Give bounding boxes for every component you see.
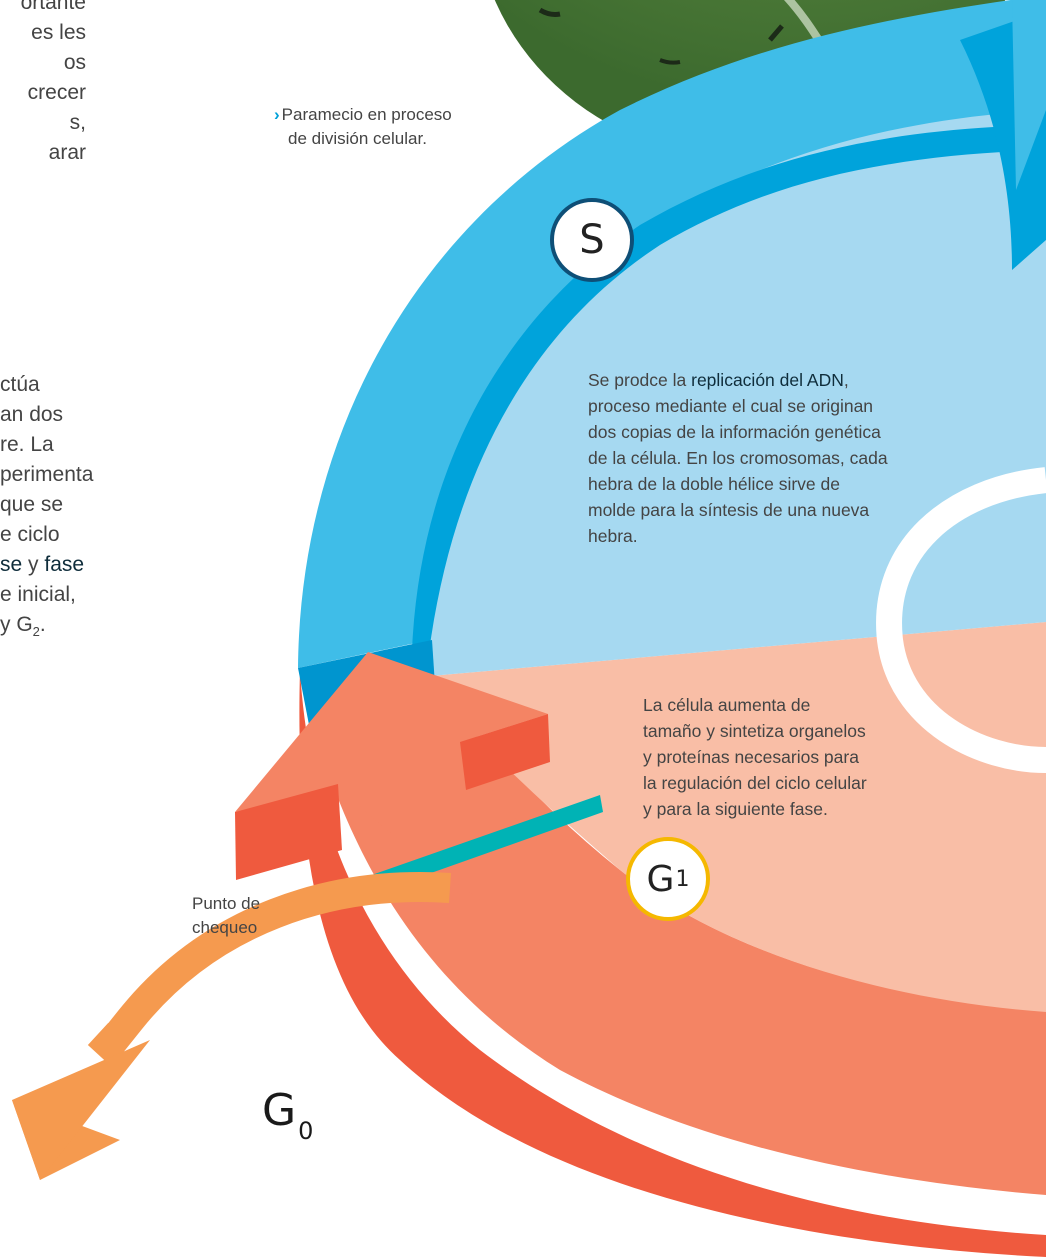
g0-arrow [12, 872, 451, 1180]
caption-text: Paramecio en proceso de división celular… [281, 105, 452, 148]
left-line: es les [31, 21, 86, 44]
s-desc-post: , proceso mediante el cual se originan d… [588, 370, 888, 546]
s-sector-fill [430, 100, 1046, 676]
left-term: se [0, 553, 23, 576]
left-line: arar [48, 141, 86, 164]
phase-g0-letter: G [262, 1085, 297, 1136]
left-line: e inicial, [0, 583, 76, 606]
left-line: s, [69, 111, 86, 134]
left-line: perimenta [0, 463, 94, 486]
checkpoint-label: Punto de chequeo [192, 894, 261, 937]
phase-s-description: Se prodce la replicación del ADN, proces… [588, 367, 888, 549]
nucleus-outline [876, 467, 1046, 773]
s-desc-pre: Se prodce la [588, 370, 692, 390]
g1-ring-side [299, 670, 1046, 1257]
left-line: re. La [0, 433, 54, 456]
left-line: crecer [27, 81, 86, 104]
phase-g1-label: G [646, 858, 675, 900]
left-line: ctúa [0, 373, 40, 396]
left-line: que se [0, 493, 64, 516]
left-line: an dos [0, 403, 64, 426]
left-g2: y G [0, 613, 33, 636]
left-paragraph-mid: ctúa an dos re. La perimenta que se e ci… [0, 370, 141, 647]
phase-s-badge: S [550, 198, 634, 282]
phase-g1-description: La célula aumenta de tamaño y sintetiza … [643, 695, 867, 819]
phase-g1-sub: 1 [675, 866, 690, 892]
left-paragraph-top: ortante es les os crecer s, arar [0, 0, 86, 168]
g1-sector-fill [430, 622, 1046, 1012]
left-line: se y fase [0, 550, 141, 580]
left-term: fase [44, 553, 85, 576]
left-conj: y [22, 553, 45, 576]
s-ring [298, 0, 1046, 668]
left-g2-sub: 2 [32, 624, 40, 640]
s-desc-highlight: replicación del ADN [691, 370, 844, 390]
left-line: ortante [20, 0, 86, 14]
phase-g0-sub: 0 [298, 1117, 314, 1145]
micrograph-caption: ›Paramecio en proceso de división celula… [274, 103, 468, 150]
caption-arrow-icon: › [274, 105, 280, 124]
phase-s-label: S [579, 217, 605, 263]
left-line: e ciclo [0, 523, 60, 546]
left-g2-end: . [39, 613, 46, 636]
left-line: os [63, 51, 86, 74]
left-line: y G2. [0, 610, 141, 647]
phase-g0-label: G0 [262, 1085, 313, 1145]
